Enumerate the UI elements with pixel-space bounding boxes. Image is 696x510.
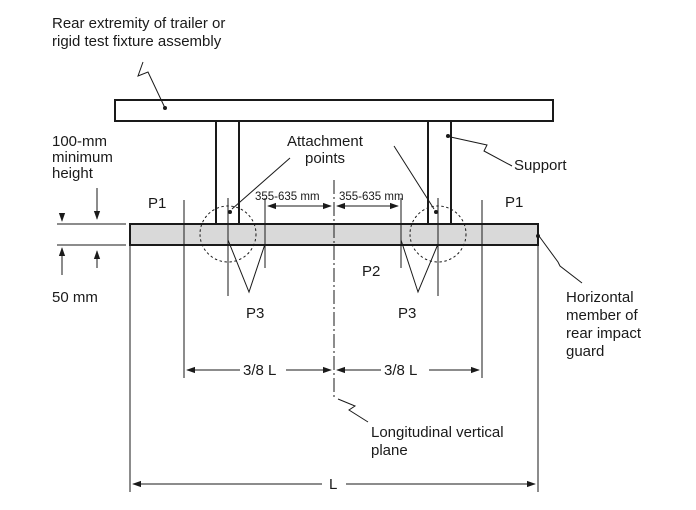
label-range-left: 355-635 mm	[255, 191, 320, 203]
label-min-height-1: 100-mm	[52, 133, 107, 150]
attachment-leader-left	[231, 157, 291, 210]
guard-leader-dot	[536, 234, 540, 238]
support-leader	[445, 135, 513, 167]
label-min-height-2: minimum	[52, 149, 113, 166]
label-rear-extremity-2: rigid test fixture assembly	[52, 33, 222, 50]
label-plane-2: plane	[371, 442, 408, 459]
label-p3-right: P3	[398, 305, 416, 322]
support-leader-dot	[446, 134, 450, 138]
label-min-height-3: height	[52, 165, 94, 182]
label-three-eighths-left: 3/8 L	[243, 362, 276, 379]
rear-extremity-leader-dot	[163, 106, 167, 110]
label-rear-extremity-1: Rear extremity of trailer or	[52, 15, 225, 32]
label-attachment-2: points	[305, 150, 345, 167]
label-p1-right: P1	[505, 194, 523, 211]
rear-extremity-leader	[137, 61, 166, 109]
label-fifty-mm: 50 mm	[52, 289, 98, 306]
label-guard-3: rear impact	[566, 325, 642, 342]
label-total-length: L	[329, 476, 337, 493]
right-support	[427, 121, 452, 224]
label-three-eighths-right: 3/8 L	[384, 362, 417, 379]
label-guard-2: member of	[566, 307, 639, 324]
label-p1-left: P1	[148, 195, 166, 212]
label-p2: P2	[362, 263, 380, 280]
left-attachment-dot	[228, 210, 232, 214]
p3-right-leaders	[400, 239, 439, 294]
label-attachment-1: Attachment	[287, 133, 364, 150]
label-support: Support	[514, 157, 567, 174]
label-guard-1: Horizontal	[566, 289, 634, 306]
guard-leader	[538, 235, 583, 284]
label-guard-4: guard	[566, 343, 604, 360]
right-attachment-dot	[434, 210, 438, 214]
p3-left-leaders	[227, 239, 266, 294]
attachment-leader-right	[393, 145, 435, 210]
label-range-right: 355-635 mm	[339, 191, 404, 203]
label-plane-1: Longitudinal vertical	[371, 424, 504, 441]
height-dimensions	[57, 188, 126, 275]
trailer-rear-extremity-bar	[114, 99, 554, 122]
label-p3-left: P3	[246, 305, 264, 322]
plane-leader	[337, 398, 369, 423]
left-support	[215, 121, 240, 224]
extension-lines	[129, 198, 539, 492]
